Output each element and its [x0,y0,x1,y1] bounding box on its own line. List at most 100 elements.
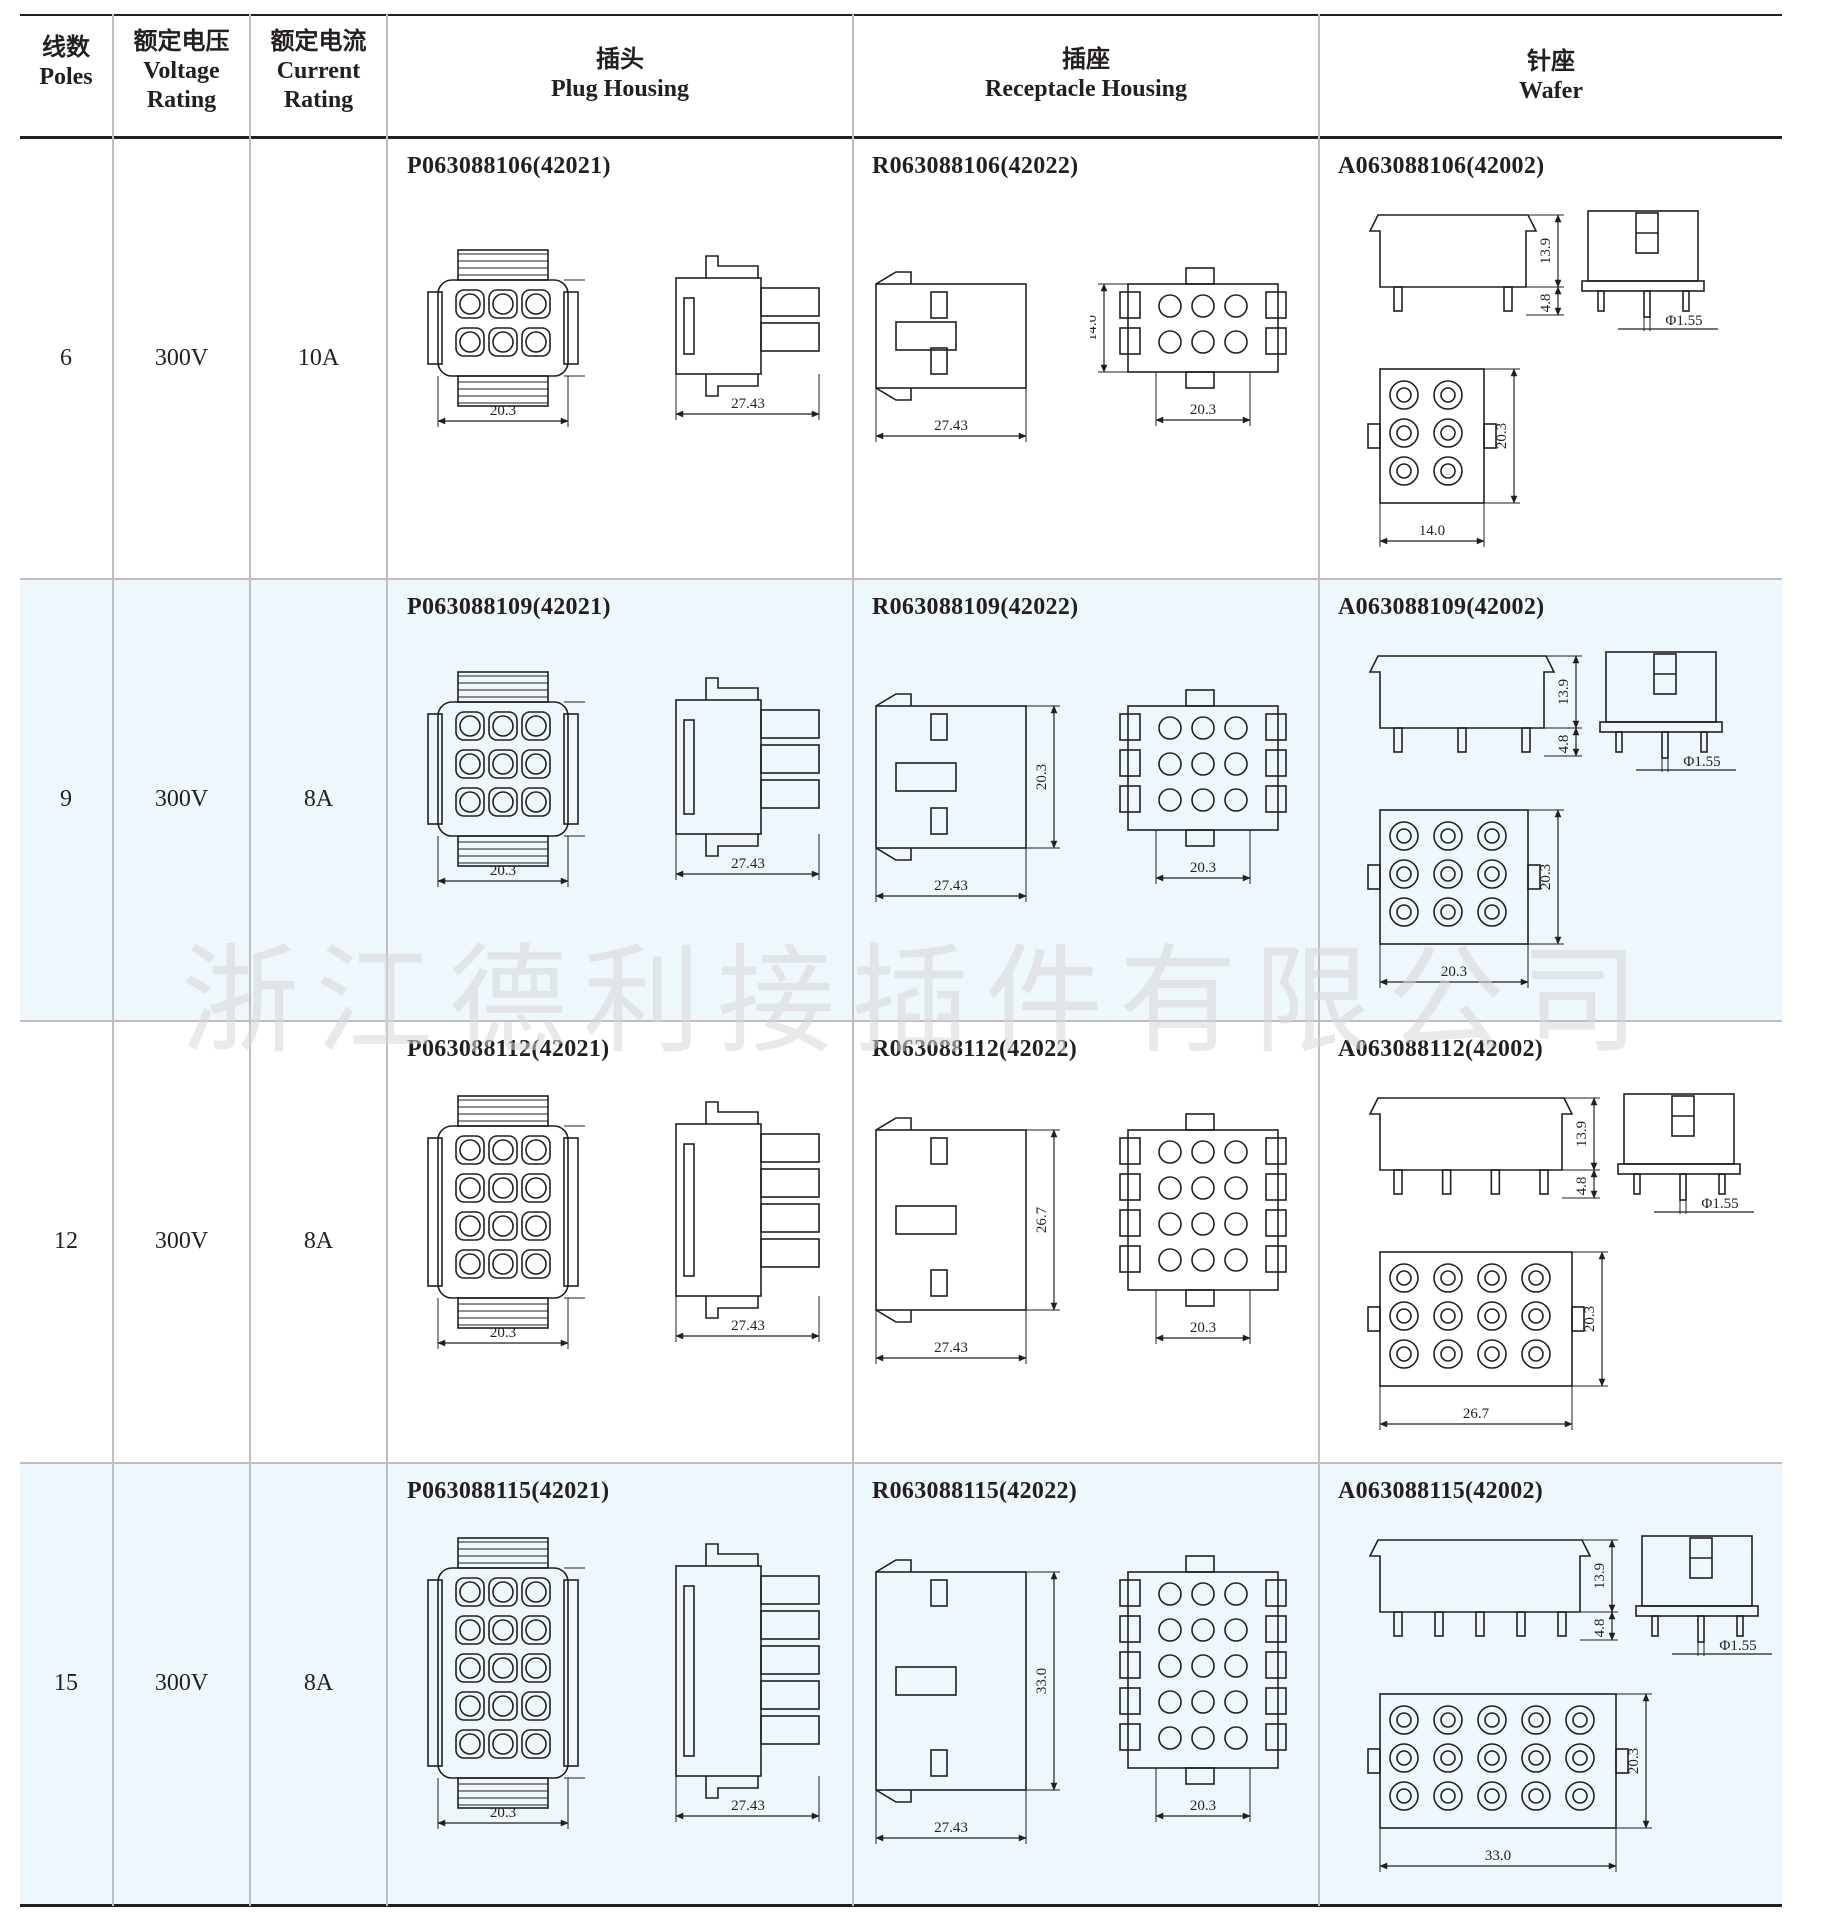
housing-side [675,1565,762,1777]
dimension-arrow [1155,874,1164,882]
pin-boss [1433,1705,1463,1735]
dimension-label: 33.0 [1034,1668,1050,1694]
pin-boss [1389,418,1419,448]
cavity-frame [455,1653,485,1683]
housing-outline [437,1567,569,1779]
cavity-frame [521,787,551,817]
pin [1396,828,1412,844]
terminal-sleeve [760,1168,820,1198]
receptacle-side-view: 33.0 27.43 [875,1559,1060,1844]
receptacle-front-view: 20.3 [1119,689,1287,884]
cavity-frame [455,289,485,319]
wafer-top-view: 20.326.7 [1367,1251,1608,1430]
pin [1633,1173,1641,1195]
side-tab [1265,1173,1287,1201]
cavity-frame [488,1577,518,1607]
side-tab [1265,1651,1287,1679]
window [895,1666,957,1696]
cavity [459,1733,481,1755]
dimension-arrow [1564,1420,1573,1428]
cavity [492,1695,514,1717]
cavity-frame [488,1249,518,1279]
cavity [1191,1176,1215,1200]
col-divider [249,14,251,1906]
side-peg [1615,1748,1629,1774]
cavity-frame [488,787,518,817]
plug-front-view: 20.333.0 [427,1537,612,1829]
cavity-frame [488,1211,518,1241]
pin [1597,290,1605,312]
cavity-frame [521,1173,551,1203]
cavity [1158,1726,1182,1750]
housing-outline [1127,283,1279,373]
cavity [1191,1582,1215,1606]
cavity [1224,1582,1248,1606]
pin [1393,286,1403,312]
dimension-label: 4.8 [1574,1177,1590,1196]
pin [1440,1308,1456,1324]
wafer-part-number: A063088112(42002) [1338,1036,1544,1062]
dimension-label: 20.3 [1190,1320,1216,1336]
cavity [1191,1140,1215,1164]
pin-boss [1521,1339,1551,1369]
dimension-arrow [1572,748,1580,757]
cavity-frame [488,1173,518,1203]
pin-boss [1433,1339,1463,1369]
pin [1393,1169,1403,1195]
cavity-frame [455,787,485,817]
receptacle-front-view: 20.3 [1119,1113,1287,1344]
wafer-body [1368,1539,1592,1613]
side-tab [1119,1137,1141,1165]
dimension-arrow [1642,1693,1650,1702]
latch-bottom [875,847,912,861]
cavity [1158,1690,1182,1714]
dimension-label: 27.43 [934,418,968,434]
side-tab [1265,1687,1287,1715]
top-rule [20,14,1782,16]
dimension-arrow [1242,874,1251,882]
wafer-side-view: 13.94.8Φ1.55 [1368,1535,1772,1656]
cavity-frame [455,327,485,357]
plug-side-view: 27.43 [675,1543,820,1822]
drawing: 27.43 [646,660,831,919]
pin [1396,425,1412,441]
plug-side-view: 27.43 [675,1101,820,1342]
cavity [459,1215,481,1237]
dimension-arrow [1050,1571,1058,1580]
pin [1521,727,1531,753]
dimension-label: 13.9 [1538,238,1554,264]
wafer-part-number: A063088115(42002) [1338,1478,1544,1504]
side-tab [1265,1579,1287,1607]
wafer-body [1368,655,1556,729]
cavity-frame [488,749,518,779]
pin-boss [1389,1705,1419,1735]
side-peg [1367,1748,1381,1774]
terminal-sleeve [760,287,820,317]
side-tab [1119,1209,1141,1237]
dimension-arrow [1554,279,1562,288]
wafer-side-view: 13.94.8Φ1.55 [1368,651,1736,772]
side-ear [427,713,443,825]
dimension-label: 27.43 [934,1820,968,1836]
dimension-arrow [675,870,684,878]
side-tab [1119,1687,1141,1715]
dimension-arrow [811,1812,820,1820]
pin-boss [1389,456,1419,486]
pin [1396,1346,1412,1362]
cavity-frame [455,1173,485,1203]
pin [1572,1712,1588,1728]
dimension-arrow [1018,1354,1027,1362]
cavity-frame [455,1691,485,1721]
poles-value: 6 [60,345,72,371]
cavity-frame [455,1615,485,1645]
dimension-label: 4.8 [1538,294,1554,313]
drawing: 20.3 [1090,676,1290,915]
pin-boss [1521,1705,1551,1735]
cavity [1224,1176,1248,1200]
cavity [1191,1212,1215,1236]
cavity [1224,1212,1248,1236]
wafer-body [1368,214,1538,288]
